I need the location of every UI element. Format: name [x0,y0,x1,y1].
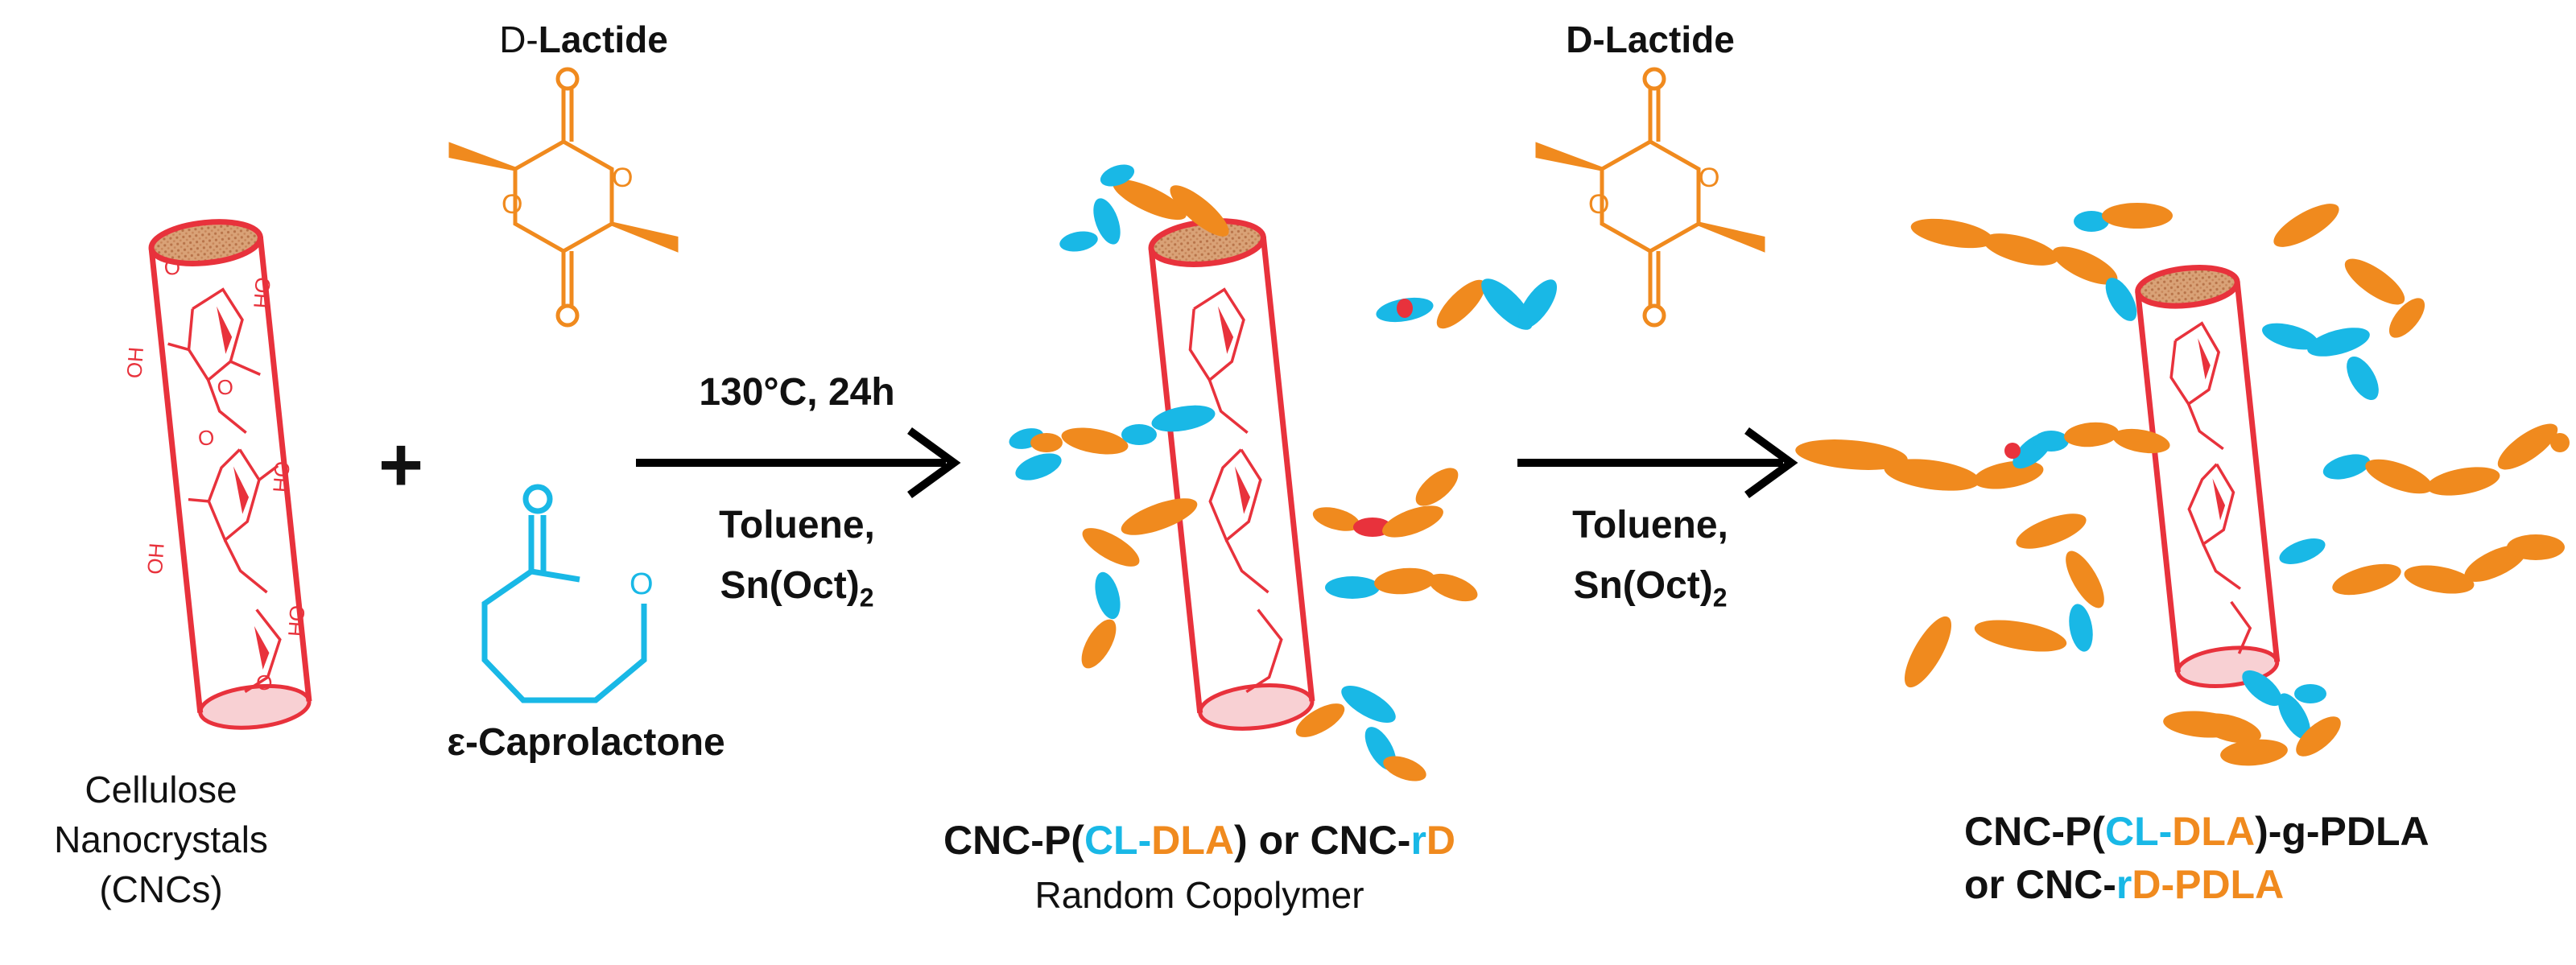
cellulose-chain-1 [167,287,282,693]
product1-part: ) or CNC- [1234,818,1411,863]
step1-catalyst: Sn(Oct)2 [644,563,950,613]
oxygen-label: O [216,374,234,400]
chain-segment-orange [1113,179,1187,221]
cnc-label-line2: Nanocrystals [54,819,268,860]
caprolactone-label: ε-Caprolactone [447,721,725,764]
product2-part-dpdla: D-PDLA [2132,862,2285,907]
step1-temperature: 130°C, 24h [699,371,895,414]
oxygen-label: O [1699,163,1719,193]
oxygen-label: O [163,254,181,280]
d-lactide-structure-2 [1535,67,1765,328]
lactide-name: Lactide [538,19,668,60]
step1-catalyst-sub: 2 [859,583,874,612]
step2-solvent: Toluene, [1572,504,1728,546]
product1-part-dla: DLA [1151,818,1235,863]
hydroxyl-label: OH [142,542,169,575]
product2-part-r: r [2116,862,2132,907]
step1-solvent: Toluene, [719,504,875,546]
oxygen-label: O [630,567,654,601]
hydroxyl-label: HO [283,604,310,637]
cnc-rod-1: O OH HO O O HO OH HO O [122,219,312,730]
product2-part: or CNC- [1964,862,2116,907]
product1-subtitle: Random Copolymer [1034,874,1364,916]
product2-name: CNC-P(CL-DLA)-g-PDLA or CNC-rD-PDLA [1964,805,2576,911]
d-lactide-structure-1 [448,67,679,328]
cnc-label-line3: (CNCs) [99,868,223,910]
step2-catalyst-sub: 2 [1712,583,1728,612]
random-copolymer-chains [1009,164,1558,781]
product1-part: CNC-P( [943,818,1084,863]
product2-line1: CNC-P(CL-DLA)-g-PDLA [1964,805,2576,858]
reaction-arrow-2 [1517,427,1798,499]
hydroxyl-label: OH [122,346,148,379]
cnc-rod-2 [1148,218,1315,731]
hydroxyl-label: HO [268,460,295,493]
step2-catalyst: Sn(Oct)2 [1513,563,1787,613]
oxygen-label: O [197,425,216,451]
step2-catalyst-base: Sn(Oct) [1573,564,1713,607]
cnc-top-cap-1 [148,219,263,266]
cnc-label-line1: Cellulose [85,769,237,810]
product1-part-cl: CL- [1084,818,1152,863]
oxygen-label: O [255,670,274,695]
product2-part-dla: DLA [2172,809,2256,854]
oxygen-label: O [612,163,633,193]
cnc-rod-3 [2135,265,2281,688]
lactide-label-1: D-Lactide [447,18,720,61]
hydroxyl-label: HO [249,276,275,309]
product1-name: CNC-P(CL-DLA) or CNC-rD [837,817,1562,864]
product1-part-d: D [1426,818,1456,863]
graft-copolymer-chains [1795,203,2570,766]
lactide-d-prefix: D- [499,19,539,60]
reaction-arrow-1 [636,427,961,499]
step1-catalyst-base: Sn(Oct) [720,564,860,607]
product2-part: )-g-PDLA [2255,809,2429,854]
product2-line2: or CNC-rD-PDLA [1964,858,2576,911]
product1-part-r: r [1410,818,1426,863]
plus-sign: + [378,422,423,508]
product2-part-cl: CL- [2104,809,2173,854]
oxygen-label: O [1588,189,1609,220]
product2-part: CNC-P( [1964,809,2105,854]
oxygen-label: O [502,189,522,220]
cnc-label: Cellulose Nanocrystals (CNCs) [24,765,298,914]
caprolactone-structure [481,484,647,703]
lactide-label-2: D-Lactide [1566,19,1735,60]
